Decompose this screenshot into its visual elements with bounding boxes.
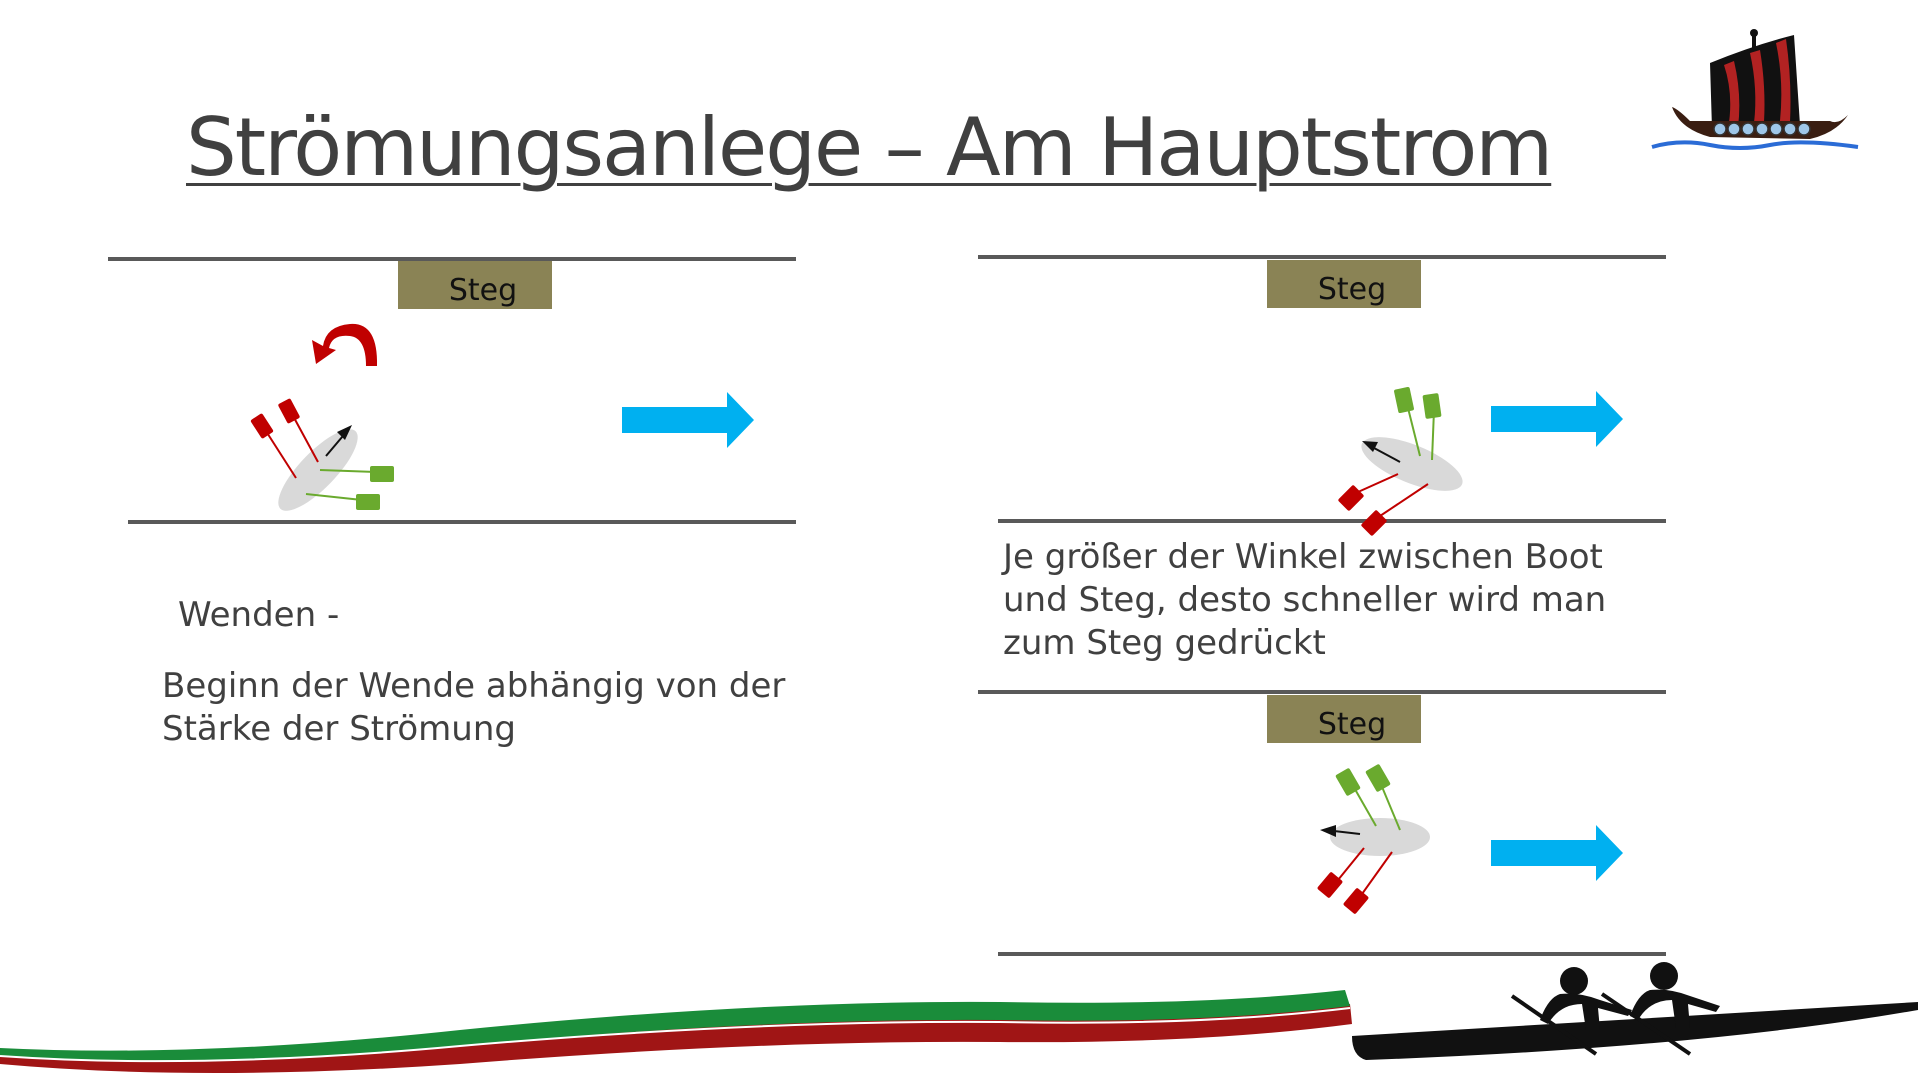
current-arrow-icon	[1491, 391, 1623, 447]
right-caption: Je größer der Winkel zwischen Boot und S…	[1003, 537, 1607, 663]
rowing-crew-icon	[1352, 962, 1918, 1060]
current-arrow-icon	[1491, 825, 1623, 881]
dock-label: Steg	[1317, 272, 1387, 307]
dock-label: Steg	[1317, 707, 1387, 742]
current-arrow-icon	[622, 392, 754, 448]
dock	[1267, 260, 1421, 308]
dock	[1267, 695, 1421, 743]
boat-hull	[1330, 818, 1430, 856]
heading-arrow	[337, 425, 352, 440]
boat-hull	[278, 429, 358, 511]
left-caption-body: Beginn der Wende abhängig von der Stärke…	[162, 666, 786, 749]
left-panel	[108, 257, 796, 524]
dock	[398, 261, 552, 309]
slide-title: Strömungsanlege – Am Hauptstrom	[186, 101, 1553, 194]
curved-turn-arrow-icon	[312, 323, 378, 366]
left-caption-heading: Wenden -	[178, 595, 340, 635]
right-top-panel	[978, 255, 1666, 536]
dock-label: Steg	[448, 273, 518, 308]
heading-arrow	[1362, 441, 1378, 452]
viking-ship-icon	[1651, 29, 1859, 150]
heading-arrow	[1320, 825, 1336, 837]
club-footer	[0, 962, 1918, 1073]
banner-green	[0, 990, 1350, 1062]
right-bottom-panel	[978, 690, 1666, 956]
boat-hull	[1361, 437, 1463, 491]
